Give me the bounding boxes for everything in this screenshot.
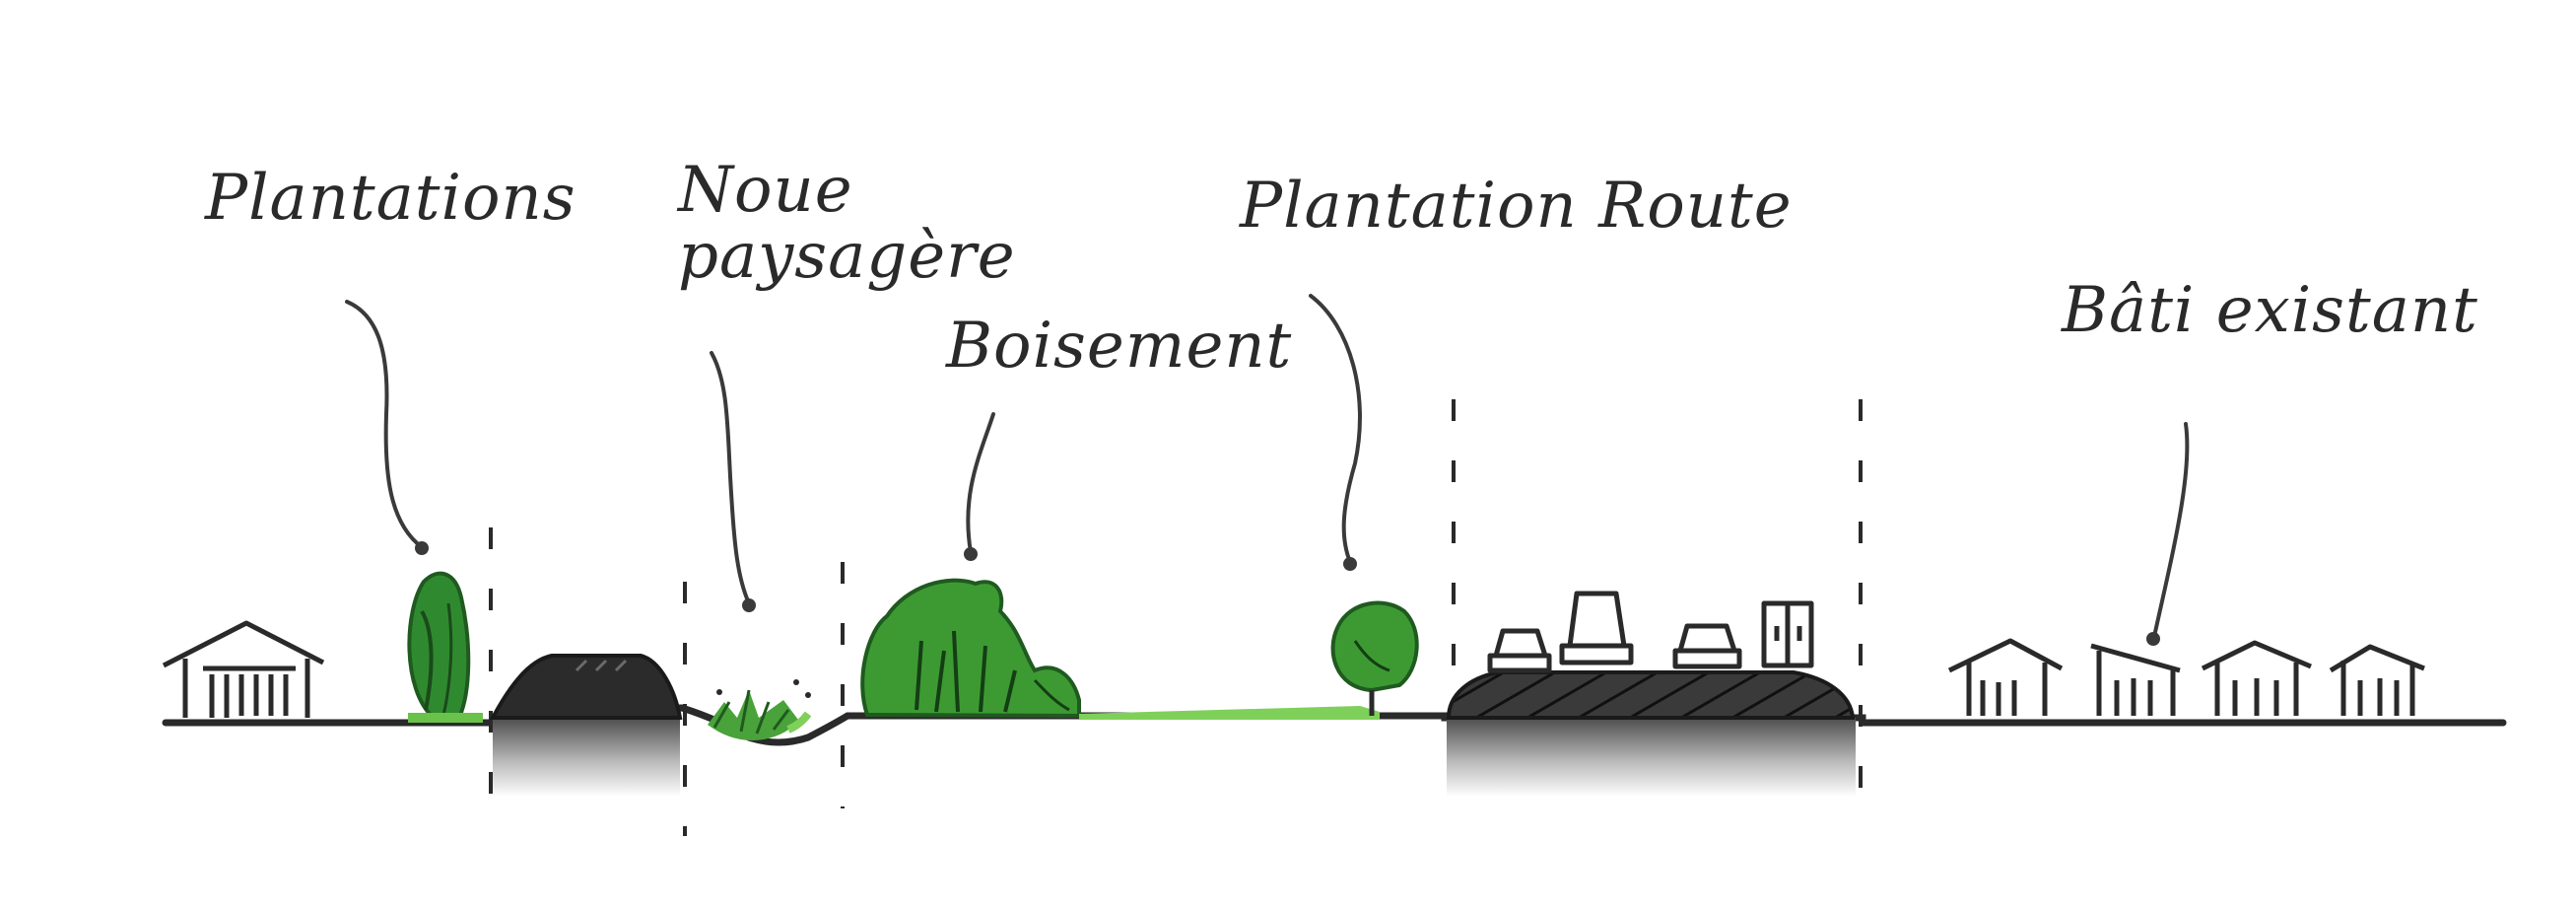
embankment-left: [489, 654, 683, 797]
grass-band: [1079, 706, 1380, 720]
label-plantations: Plantations: [205, 162, 576, 235]
label-boisement: Boisement: [946, 310, 1293, 383]
existing-houses-right: [1947, 638, 2425, 716]
label-bati-existant: Bâti existant: [2062, 274, 2478, 347]
woodland-mass: [860, 578, 1081, 719]
arrow-heads: [415, 541, 2160, 646]
label-plantation-route: Plantation Route: [1240, 170, 1793, 243]
section-markers: [489, 399, 1863, 836]
vehicles: [1487, 591, 1814, 673]
label-noue-paysagere: Noue paysagère: [678, 154, 1016, 294]
swale-grass: [708, 679, 812, 740]
leader-arrows: [345, 294, 2190, 643]
plantation-tree: [407, 571, 483, 723]
existing-house-left: [162, 620, 325, 718]
road-embankment: [1446, 670, 1856, 797]
road-plantation-tree: [1330, 600, 1419, 716]
